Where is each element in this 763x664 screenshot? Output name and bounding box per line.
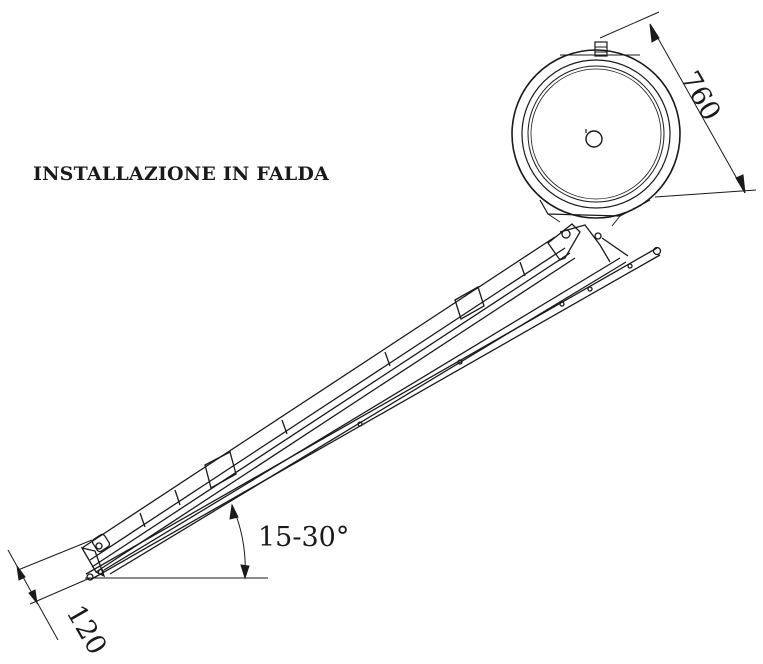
dimension-120-label: 120 xyxy=(60,600,113,660)
dimension-760 xyxy=(599,11,757,198)
tilt-angle-label: 15-30° xyxy=(258,522,349,553)
tilt-angle-indicator xyxy=(85,503,268,580)
collector-frame xyxy=(80,223,662,581)
diagram-title: INSTALLAZIONE IN FALDA xyxy=(33,163,329,185)
storage-tank xyxy=(511,41,681,227)
tank-outlet xyxy=(585,130,603,148)
dimension-120 xyxy=(7,539,93,641)
dimension-760-label: 760 xyxy=(674,66,727,126)
